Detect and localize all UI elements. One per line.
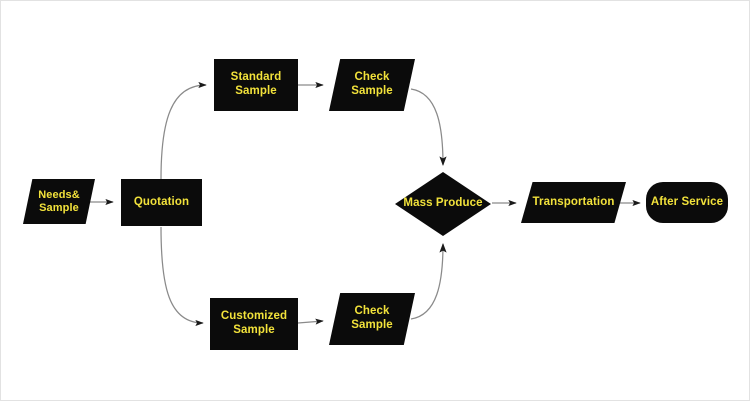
node-transportation-label: Transportation bbox=[532, 195, 615, 208]
node-check-sample-bottom[interactable]: Check Sample bbox=[329, 293, 415, 345]
node-customized-sample-label: Customized Sample bbox=[220, 310, 288, 336]
edge-check-bottom-to-mass-produce bbox=[410, 243, 447, 320]
edge-quotation-to-customized bbox=[160, 226, 204, 326]
edge-customized-to-check-bottom bbox=[297, 318, 324, 325]
node-standard-sample[interactable]: Standard Sample bbox=[214, 59, 298, 111]
node-quotation-label: Quotation bbox=[133, 195, 190, 208]
node-mass-produce-label: Mass Produce bbox=[403, 197, 483, 210]
node-needs-sample[interactable]: Needs& Sample bbox=[23, 179, 95, 224]
node-transportation[interactable]: Transportation bbox=[521, 182, 626, 223]
node-check-sample-top[interactable]: Check Sample bbox=[329, 59, 415, 111]
node-standard-sample-label: Standard Sample bbox=[230, 71, 282, 97]
node-after-service[interactable]: After Service bbox=[646, 182, 728, 223]
node-needs-sample-label: Needs& Sample bbox=[38, 188, 80, 214]
node-quotation[interactable]: Quotation bbox=[121, 179, 202, 226]
node-check-sample-bottom-label: Check Sample bbox=[351, 305, 393, 331]
node-after-service-label: After Service bbox=[650, 195, 724, 208]
node-customized-sample[interactable]: Customized Sample bbox=[210, 298, 298, 350]
edge-quotation-to-standard bbox=[160, 82, 207, 180]
node-check-sample-top-label: Check Sample bbox=[351, 71, 393, 97]
edge-check-top-to-mass-produce bbox=[410, 88, 447, 166]
